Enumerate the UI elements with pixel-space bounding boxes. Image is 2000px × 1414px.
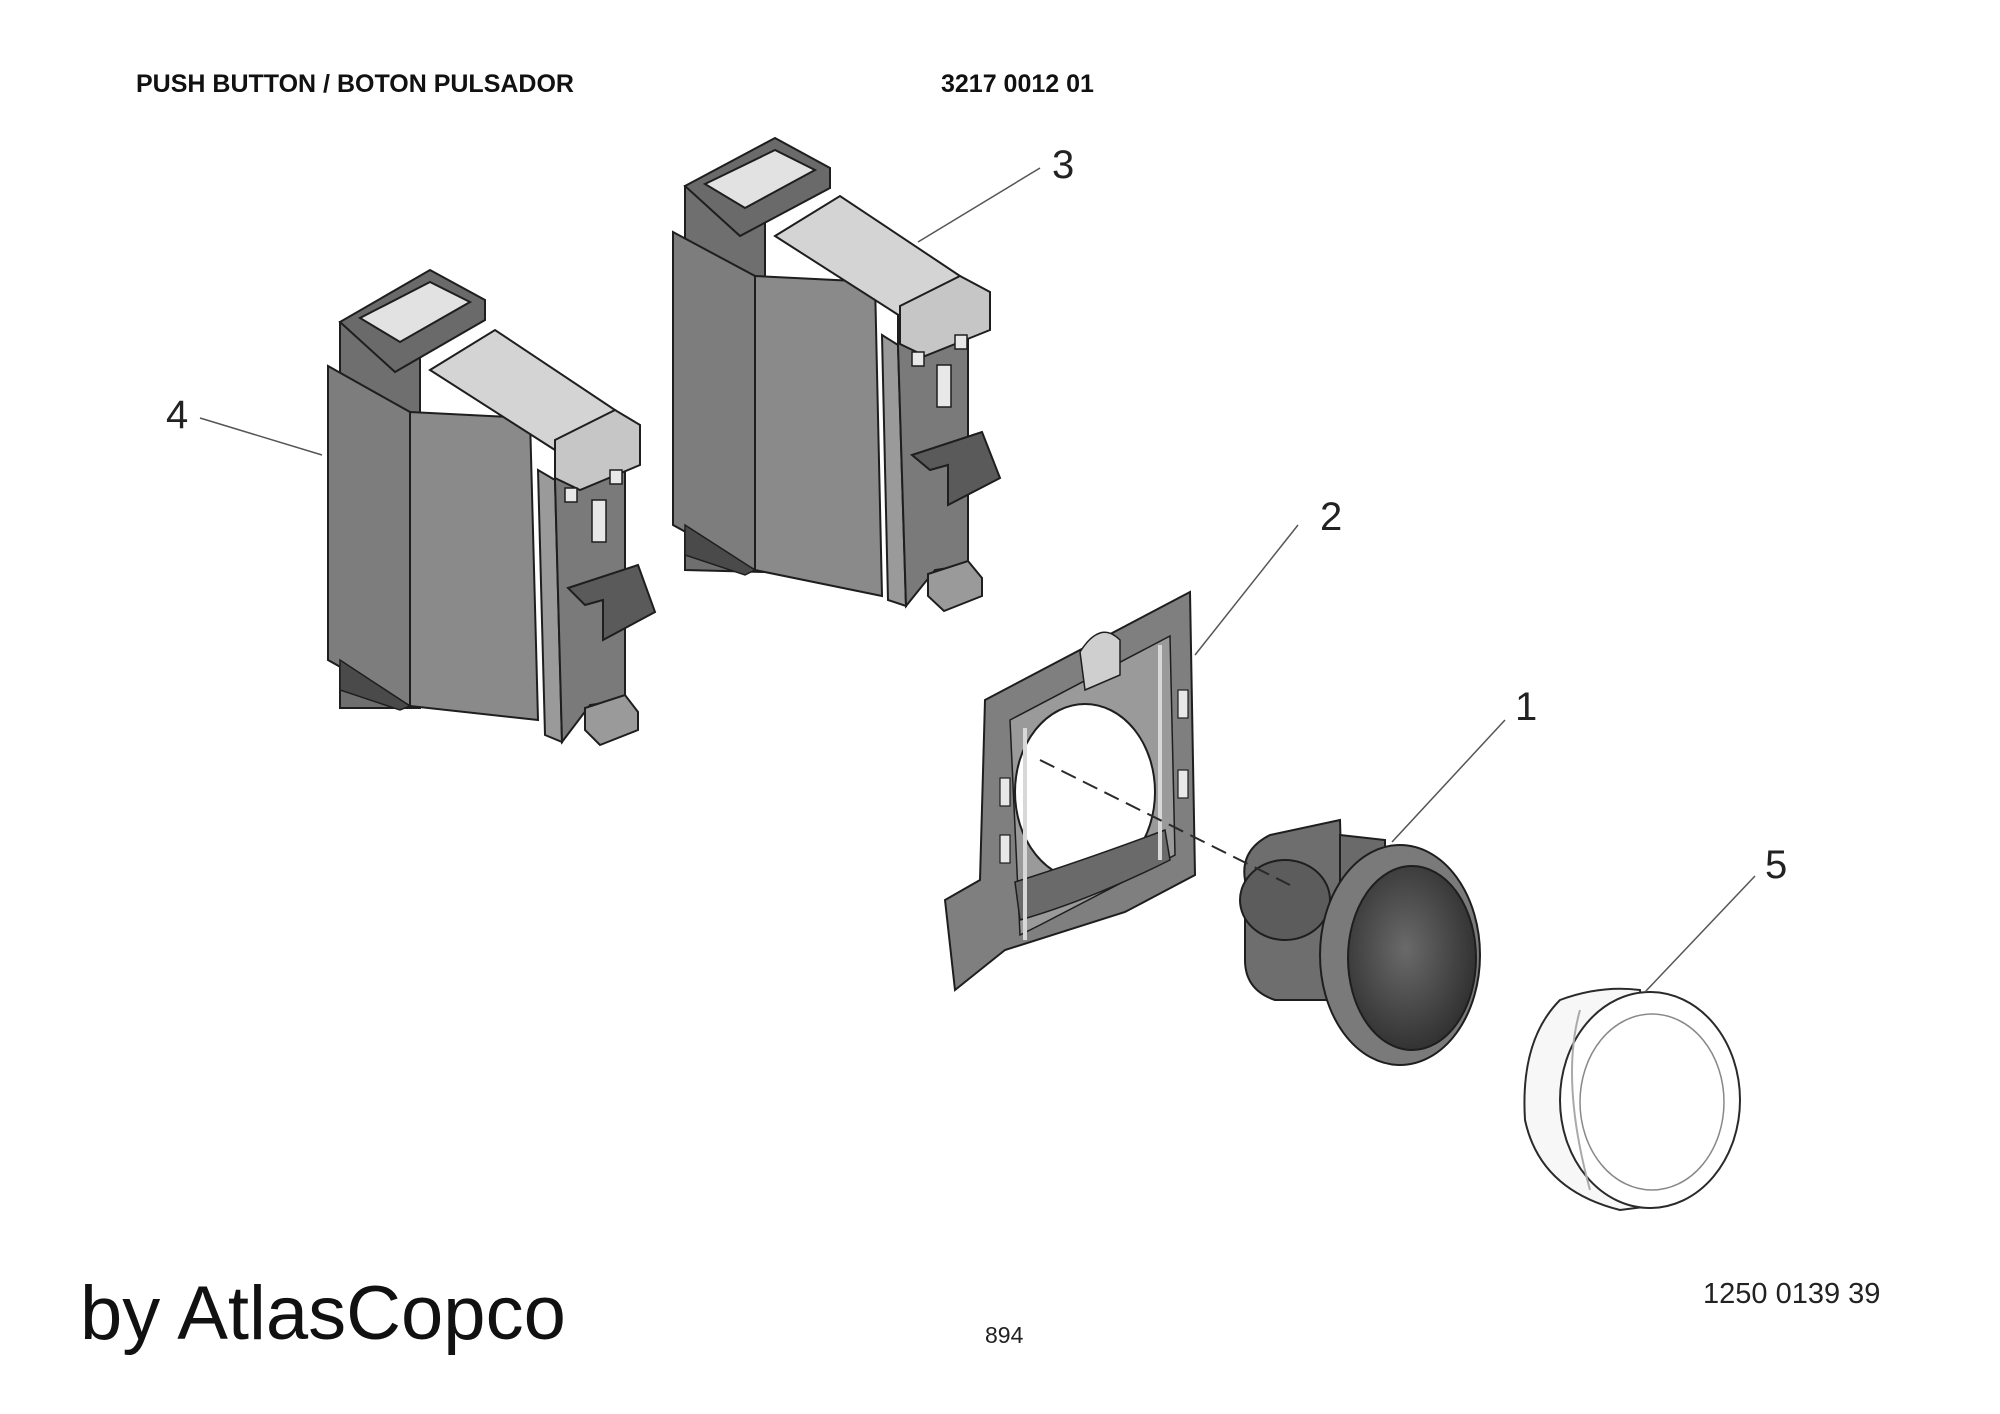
brand-caption: by AtlasCopco	[80, 1271, 566, 1356]
contact-block-3	[672, 136, 1002, 613]
push-button-head-1	[1239, 818, 1481, 1066]
document-number: 1250 0139 39	[1703, 1278, 1881, 1310]
callout-2: 2	[1320, 495, 1342, 539]
cap-5	[1523, 987, 1741, 1212]
callout-1: 1	[1515, 685, 1537, 729]
leader-2	[1194, 524, 1299, 656]
mounting-collar-2	[943, 590, 1197, 992]
leader-1	[1391, 719, 1506, 843]
callout-3: 3	[1052, 143, 1074, 187]
leader-4	[199, 417, 323, 456]
callout-5: 5	[1765, 843, 1787, 887]
part-number: 3217 0012 01	[941, 70, 1094, 98]
leader-3	[917, 167, 1041, 243]
drawing-title: PUSH BUTTON / BOTON PULSADOR	[136, 70, 574, 98]
contact-block-4	[327, 268, 657, 747]
leader-5	[1644, 875, 1756, 993]
callout-4: 4	[166, 393, 188, 437]
page-number: 894	[985, 1322, 1024, 1348]
